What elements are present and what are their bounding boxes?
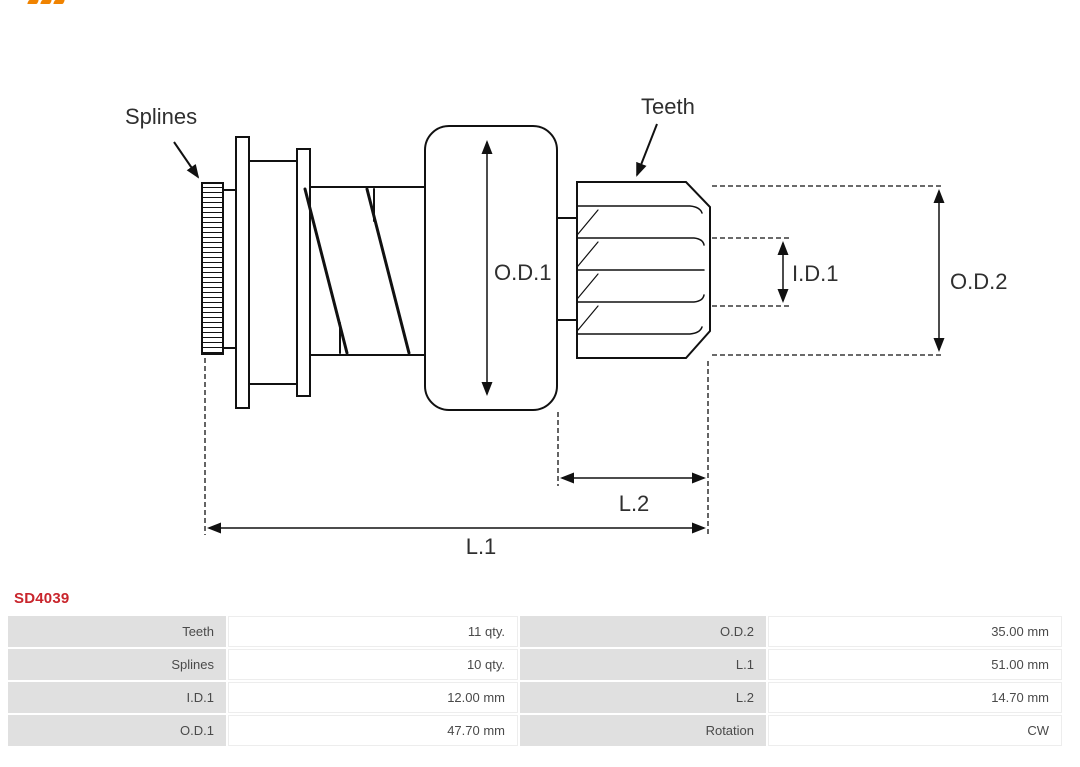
spec-row: O.D.1 47.70 mm Rotation CW <box>8 715 1062 746</box>
l2-label: L.2 <box>619 491 650 516</box>
dimension-labels: Splines Teeth O.D.1 I.D.1 O.D.2 L.2 L.1 <box>125 94 1007 559</box>
spec-table: Teeth 11 qty. O.D.2 35.00 mm Splines 10 … <box>8 616 1062 746</box>
gear-teeth-lines <box>577 205 705 335</box>
drive-spring <box>303 187 411 355</box>
spec-value-rotation: CW <box>768 715 1062 746</box>
spec-label-rotation: Rotation <box>520 715 766 746</box>
teeth-pointer-arrow <box>636 123 658 177</box>
rear-flange <box>296 148 311 397</box>
hub-barrel <box>248 160 298 385</box>
spec-value-od1: 47.70 mm <box>228 715 518 746</box>
teeth-label: Teeth <box>641 94 695 119</box>
front-flange <box>235 136 250 409</box>
callout-arrows <box>173 123 658 179</box>
spec-value-l1: 51.00 mm <box>768 649 1062 680</box>
spec-label-od1: O.D.1 <box>8 715 226 746</box>
spec-value-splines: 10 qty. <box>228 649 518 680</box>
od2-label: O.D.2 <box>950 269 1007 294</box>
spec-row: Teeth 11 qty. O.D.2 35.00 mm <box>8 616 1062 647</box>
splines-pointer-arrow <box>173 141 200 179</box>
spec-label-od2: O.D.2 <box>520 616 766 647</box>
spec-label-l1: L.1 <box>520 649 766 680</box>
spec-row: Splines 10 qty. L.1 51.00 mm <box>8 649 1062 680</box>
spec-row: I.D.1 12.00 mm L.2 14.70 mm <box>8 682 1062 713</box>
od1-label: O.D.1 <box>494 260 551 285</box>
spec-value-l2: 14.70 mm <box>768 682 1062 713</box>
spec-value-od2: 35.00 mm <box>768 616 1062 647</box>
technical-diagram: Splines Teeth O.D.1 I.D.1 O.D.2 L.2 L.1 <box>125 94 1007 559</box>
brand-logo-fragment <box>27 0 65 4</box>
spec-label-teeth: Teeth <box>8 616 226 647</box>
spec-label-splines: Splines <box>8 649 226 680</box>
part-number: SD4039 <box>14 590 70 607</box>
spec-value-teeth: 11 qty. <box>228 616 518 647</box>
spec-value-id1: 12.00 mm <box>228 682 518 713</box>
spec-label-l2: L.2 <box>520 682 766 713</box>
starter-drive-drawing: Splines Teeth O.D.1 I.D.1 O.D.2 L.2 L.1 <box>125 94 1007 559</box>
id1-label: I.D.1 <box>792 261 838 286</box>
splined-shaft <box>201 182 224 355</box>
splines-label: Splines <box>125 104 197 129</box>
l1-label: L.1 <box>466 534 497 559</box>
dimension-lines <box>204 140 945 535</box>
drive-outline <box>201 125 711 411</box>
spec-label-id1: I.D.1 <box>8 682 226 713</box>
